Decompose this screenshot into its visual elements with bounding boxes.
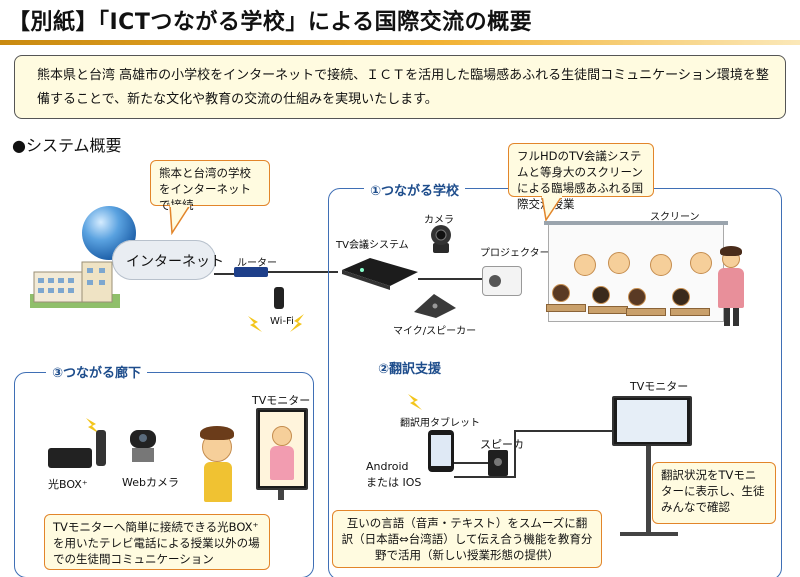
tv-monitor-label: TVモニター <box>630 380 689 393</box>
internet-cloud <box>112 240 216 280</box>
teacher-leg <box>724 308 730 326</box>
tablet-label: 翻訳用タブレット <box>400 418 480 429</box>
desk <box>546 304 586 312</box>
block1-callout: フルHDのTV会議システムと等身大のスクリーンによる臨場感あふれる国際交流授業 <box>508 143 654 211</box>
monitor-stand-pole <box>646 446 651 536</box>
connection-line <box>214 273 236 275</box>
router-icon[interactable] <box>234 267 268 277</box>
student-head <box>592 286 610 304</box>
block3-frame <box>14 372 314 577</box>
teacher-hair <box>720 246 742 256</box>
tv-monitor-screen <box>617 400 687 442</box>
hikari-box-label: 光BOX⁺ <box>48 478 88 491</box>
tv-conference-label: TV会議システム <box>336 240 409 251</box>
camera-icon[interactable] <box>428 223 454 255</box>
projector-icon[interactable] <box>482 266 522 296</box>
student-face <box>574 254 596 276</box>
student-body <box>270 446 294 480</box>
student-body <box>204 462 232 502</box>
webcam-lens <box>139 434 147 442</box>
tablet-screen <box>431 435 451 466</box>
block1-title: ①つながる学校 <box>364 180 466 199</box>
student-face <box>272 426 292 446</box>
set-top-box-icon[interactable] <box>48 448 92 468</box>
desk <box>626 308 666 316</box>
camera-label: カメラ <box>424 215 454 226</box>
desk <box>670 308 710 316</box>
connection-line <box>418 278 482 280</box>
internet-callout-text: 熊本と台湾の学校をインターネットで接続 <box>159 166 251 212</box>
student-hair <box>200 426 234 440</box>
connection-line <box>514 430 516 477</box>
system-overview-label: ●システム概要 <box>12 136 122 155</box>
wifi-access-point-icon <box>274 287 284 309</box>
screen-label: スクリーン <box>650 212 700 223</box>
internet-label: インターネット <box>126 254 224 270</box>
wifi-icon <box>408 394 422 410</box>
remote-icon <box>96 430 106 466</box>
teacher-body <box>718 268 744 308</box>
block3-title: ③つながる廊下 <box>46 362 148 381</box>
school-building-icon <box>30 261 120 308</box>
connection-line <box>514 430 616 432</box>
title-rule <box>0 40 800 45</box>
student-face <box>608 252 630 274</box>
webcam-stand <box>132 448 154 462</box>
block3-callout: TVモニターへ簡単に接続できる光BOX⁺を用いたテレビ電話による授業以外の場での… <box>44 514 270 570</box>
block3-callout-text: TVモニターへ簡単に接続できる光BOX⁺を用いたテレビ電話による授業以外の場での… <box>53 520 260 566</box>
os-label-1: Android <box>366 460 409 473</box>
translation-callout: 互いの言語（音声・テキスト）をスムーズに翻訳（日本語⇔台湾語）して伝え合う機能を… <box>332 510 602 568</box>
block2-title: ②翻訳支援 <box>378 362 442 377</box>
screen-top-bar <box>544 221 728 225</box>
tv-monitor-label-3: TVモニター <box>252 394 311 407</box>
student-face <box>650 254 672 276</box>
summary-box: 熊本県と台湾 高雄市の小学校をインターネットで接続、ＩＣＴを活用した臨場感あふれ… <box>14 55 786 119</box>
monitor-callout-text: 翻訳状況をTVモニターに表示し、生徒みんなで確認 <box>661 468 765 514</box>
tv-conference-unit-icon[interactable] <box>340 252 420 292</box>
webcam-label: Webカメラ <box>122 476 179 489</box>
connection-line <box>268 271 338 273</box>
speaker-label: スピーカ <box>480 438 524 451</box>
teacher-leg <box>733 308 739 326</box>
wifi-icon <box>248 314 304 332</box>
router-label: ルーター <box>237 258 277 269</box>
projector-label: プロジェクター <box>480 248 550 259</box>
connection-line <box>454 476 516 478</box>
internet-callout: 熊本と台湾の学校をインターネットで接続 <box>150 160 270 212</box>
block1-callout-text: フルHDのTV会議システムと等身大のスクリーンによる臨場感あふれる国際交流授業 <box>517 149 644 211</box>
monitor-stand-base <box>620 532 678 536</box>
monitor-stand-pole <box>278 490 284 500</box>
mic-speaker-label: マイク/スピーカー <box>393 326 477 337</box>
callout-pointer <box>169 205 191 235</box>
summary-text: 熊本県と台湾 高雄市の小学校をインターネットで接続、ＩＣＴを活用した臨場感あふれ… <box>37 68 769 107</box>
os-label-2: または IOS <box>366 476 422 489</box>
page-title: 【別紙】「ICTつながる学校」による国際交流の概要 <box>8 10 533 35</box>
student-head <box>552 284 570 302</box>
callout-pointer <box>541 196 563 222</box>
projector-lens <box>489 275 501 287</box>
monitor-callout: 翻訳状況をTVモニターに表示し、生徒みんなで確認 <box>652 462 776 524</box>
translation-callout-text: 互いの言語（音声・テキスト）をスムーズに翻訳（日本語⇔台湾語）して伝え合う機能を… <box>341 516 593 562</box>
connection-line <box>454 462 488 464</box>
speaker-cone <box>494 458 502 466</box>
desk <box>588 306 628 314</box>
wifi-label: Wi-Fi <box>270 316 294 327</box>
microphone-speaker-icon[interactable] <box>410 290 460 320</box>
wifi-icon <box>86 418 100 434</box>
student-head <box>628 288 646 306</box>
student-head <box>672 288 690 306</box>
student-face <box>690 252 712 274</box>
